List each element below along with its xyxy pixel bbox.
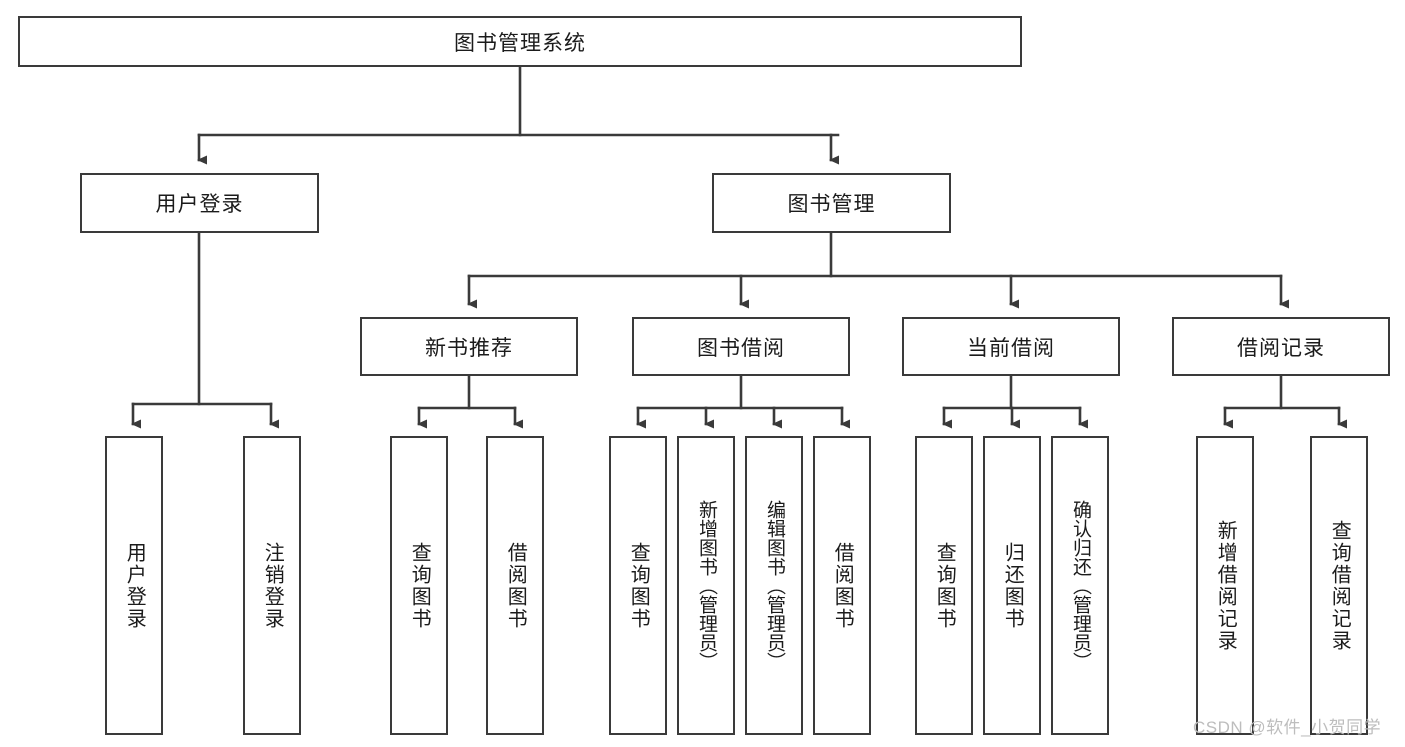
- node-leaf-user-login-label: 用户登录: [123, 541, 146, 630]
- node-book-management[interactable]: 图书管理: [712, 173, 951, 233]
- node-leaf-query-book-2-label: 查询图书: [627, 541, 650, 630]
- node-leaf-query-book-3[interactable]: 查询图书: [915, 436, 973, 735]
- node-leaf-logout-login-label: 注销登录: [261, 541, 284, 630]
- node-leaf-borrow-book-1-label: 借阅图书: [504, 541, 527, 630]
- node-leaf-add-book-label: 新增图书（管理员）: [695, 500, 717, 671]
- node-leaf-edit-book-label: 编辑图书（管理员）: [763, 500, 785, 671]
- node-leaf-borrow-book-2[interactable]: 借阅图书: [813, 436, 871, 735]
- node-user-login[interactable]: 用户登录: [80, 173, 319, 233]
- node-current-borrow-label: 当前借阅: [967, 336, 1055, 360]
- node-current-borrow[interactable]: 当前借阅: [902, 317, 1120, 376]
- node-leaf-query-book-3-label: 查询图书: [933, 541, 956, 630]
- node-leaf-logout-login[interactable]: 注销登录: [243, 436, 301, 735]
- node-leaf-query-book-2[interactable]: 查询图书: [609, 436, 667, 735]
- node-book-management-label: 图书管理: [787, 193, 876, 216]
- node-leaf-return-book-label: 归还图书: [1001, 541, 1024, 630]
- node-book-borrow[interactable]: 图书借阅: [632, 317, 850, 376]
- node-leaf-return-book[interactable]: 归还图书: [983, 436, 1041, 735]
- node-leaf-confirm-return-label: 确认归还（管理员）: [1069, 500, 1091, 671]
- node-new-book-recommend[interactable]: 新书推荐: [360, 317, 578, 376]
- node-leaf-confirm-return[interactable]: 确认归还（管理员）: [1051, 436, 1109, 735]
- node-leaf-edit-book[interactable]: 编辑图书（管理员）: [745, 436, 803, 735]
- node-leaf-add-record[interactable]: 新增借阅记录: [1196, 436, 1254, 735]
- node-root[interactable]: 图书管理系统: [18, 16, 1022, 67]
- node-borrow-record-label: 借阅记录: [1237, 336, 1325, 360]
- node-leaf-user-login[interactable]: 用户登录: [105, 436, 163, 735]
- node-leaf-query-book-1-label: 查询图书: [408, 541, 431, 630]
- node-leaf-borrow-book-1[interactable]: 借阅图书: [486, 436, 544, 735]
- node-leaf-borrow-book-2-label: 借阅图书: [831, 541, 854, 630]
- watermark-text: CSDN @软件_小贺同学: [1193, 718, 1382, 737]
- node-leaf-query-book-1[interactable]: 查询图书: [390, 436, 448, 735]
- node-leaf-add-book[interactable]: 新增图书（管理员）: [677, 436, 735, 735]
- node-leaf-query-record[interactable]: 查询借阅记录: [1310, 436, 1368, 735]
- node-new-book-recommend-label: 新书推荐: [425, 336, 513, 360]
- node-root-label: 图书管理系统: [454, 31, 586, 55]
- node-borrow-record[interactable]: 借阅记录: [1172, 317, 1390, 376]
- node-book-borrow-label: 图书借阅: [697, 336, 785, 360]
- node-user-login-label: 用户登录: [155, 193, 244, 216]
- node-leaf-query-record-label: 查询借阅记录: [1328, 519, 1351, 652]
- node-leaf-add-record-label: 新增借阅记录: [1214, 519, 1237, 652]
